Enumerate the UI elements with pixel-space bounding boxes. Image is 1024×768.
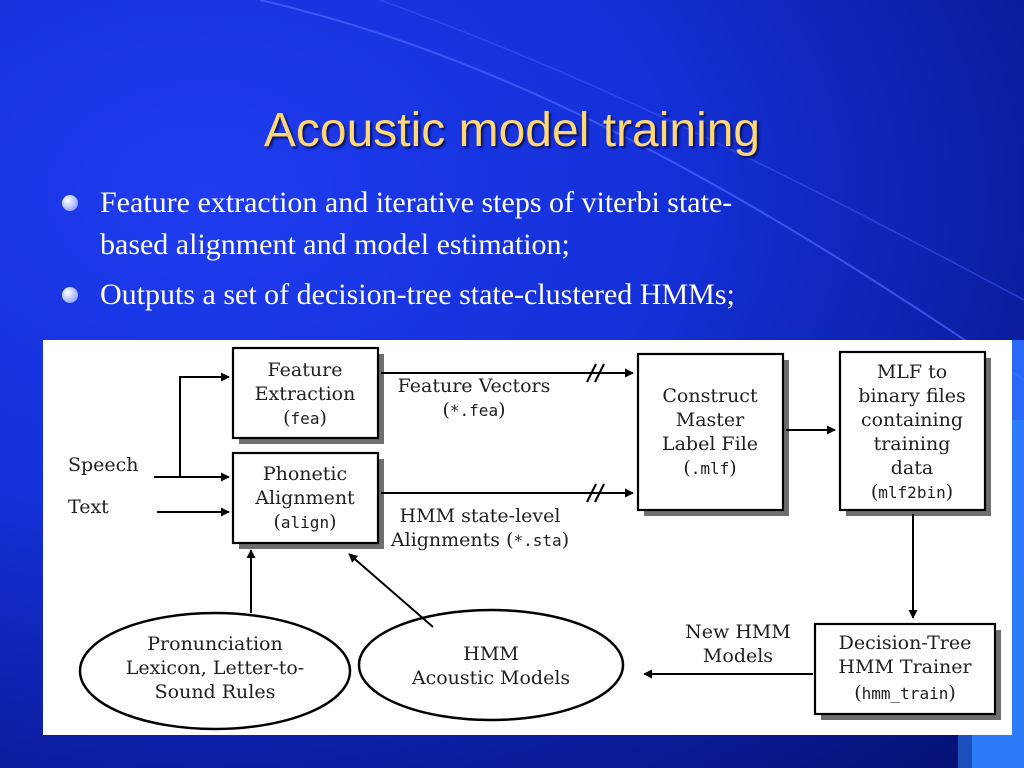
- mlf-binary-line5: data: [891, 457, 933, 479]
- lexicon-line1: Pronunciation: [147, 633, 282, 655]
- hmm-trainer-box: Decision-Tree HMM Trainer (hmm_train): [813, 622, 1001, 720]
- bullet-text-line: Feature extraction and iterative steps o…: [100, 186, 733, 219]
- phonetic-alignment-line1: Phonetic: [263, 463, 347, 485]
- state-alignments-files: Alignments (*.sta): [390, 529, 569, 551]
- trainer-line2: HMM Trainer: [838, 656, 972, 678]
- slide-title: Acoustic model training: [263, 104, 761, 157]
- new-models-line2: Models: [703, 645, 773, 667]
- phonetic-alignment-line2: Alignment: [254, 487, 355, 509]
- feature-vectors-label: Feature Vectors: [398, 375, 551, 397]
- trainer-command: (hmm_train): [854, 682, 956, 704]
- bullet-item: Outputs a set of decision-tree state-clu…: [62, 274, 972, 316]
- master-label-command: (.mlf): [683, 457, 736, 479]
- bullet-text-line: based alignment and model estimation;: [100, 228, 570, 261]
- feature-vectors-files: (*.fea): [442, 399, 505, 421]
- break-mark: [586, 363, 597, 383]
- bullet-dot-icon: [62, 195, 78, 211]
- bullet-dot-icon: [62, 287, 78, 303]
- bullet-text-line: Outputs a set of decision-tree state-clu…: [100, 278, 735, 311]
- mlf-binary-line1: MLF to: [877, 361, 947, 383]
- bullet-list: Feature extraction and iterative steps o…: [62, 182, 972, 324]
- lexicon-ellipse: Pronunciation Lexicon, Letter-to- Sound …: [78, 611, 352, 731]
- break-mark: [594, 363, 605, 383]
- acoustic-models-ellipse: HMM Acoustic Models: [357, 608, 625, 722]
- master-label-line1: Construct: [662, 385, 758, 407]
- text-label: Text: [68, 496, 109, 518]
- models-to-alignment-arrow: [348, 553, 434, 628]
- acoustic-models-line1: HMM: [463, 643, 518, 665]
- bullet-item: Feature extraction and iterative steps o…: [62, 182, 972, 266]
- diagram-panel: Speech Text Feature Extraction (fea) Pho…: [43, 340, 1012, 735]
- phonetic-alignment-box: Phonetic Alignment (align): [231, 451, 384, 549]
- speech-to-feature-arrow: [154, 372, 230, 478]
- trainer-line1: Decision-Tree: [839, 632, 972, 654]
- break-mark: [594, 483, 605, 503]
- speech-label: Speech: [68, 454, 139, 476]
- feature-extraction-line1: Feature: [268, 359, 343, 381]
- feature-extraction-command: (fea): [283, 407, 327, 429]
- state-alignments-label: HMM state-level: [400, 505, 561, 527]
- lexicon-line2: Lexicon, Letter-to-: [126, 657, 304, 679]
- mlf-binary-line4: training: [874, 433, 951, 455]
- lexicon-line3: Sound Rules: [155, 681, 276, 703]
- feature-extraction-line2: Extraction: [255, 383, 356, 405]
- mlf-binary-line2: binary files: [858, 385, 965, 407]
- break-mark: [586, 483, 597, 503]
- master-label-line3: Label File: [662, 433, 758, 455]
- feature-extraction-box: Feature Extraction (fea): [231, 346, 384, 444]
- mlf-binary-command: (mlf2bin): [871, 481, 953, 503]
- master-label-line2: Master: [676, 409, 745, 431]
- mlf-to-binary-box: MLF to binary files containing training …: [838, 350, 991, 516]
- master-label-file-box: Construct Master Label File (.mlf): [636, 352, 789, 516]
- phonetic-alignment-command: (align): [273, 511, 336, 533]
- new-models-line1: New HMM: [685, 621, 791, 643]
- mlf-binary-line3: containing: [861, 409, 963, 431]
- training-flow-diagram: Speech Text Feature Extraction (fea) Pho…: [68, 346, 1001, 731]
- acoustic-models-line2: Acoustic Models: [411, 667, 570, 689]
